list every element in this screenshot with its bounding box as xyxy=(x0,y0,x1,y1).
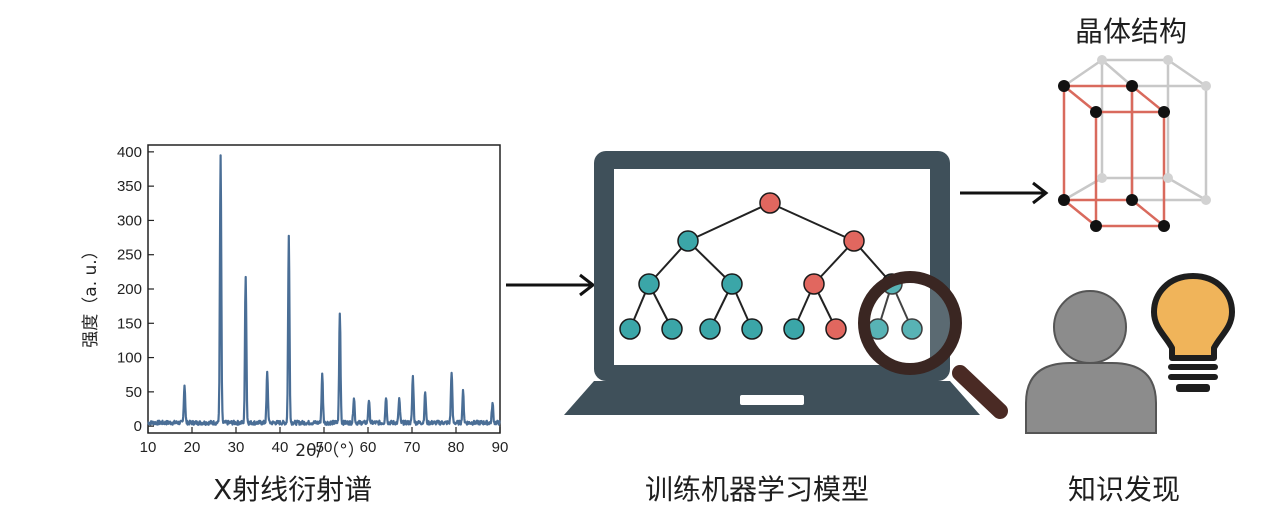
lattice-front-edges xyxy=(1062,84,1166,228)
ghost-atom xyxy=(1163,55,1173,65)
tree-node xyxy=(741,318,763,340)
x-tick-label: 80 xyxy=(448,439,465,456)
structure-title: 晶体结构 xyxy=(1075,15,1188,48)
atom xyxy=(1126,80,1138,92)
lightbulb-icon xyxy=(1151,273,1235,392)
y-tick-label: 150 xyxy=(117,315,142,332)
person-icon xyxy=(1025,290,1157,434)
ghost-atom xyxy=(1097,55,1107,65)
y-tick-label: 50 xyxy=(125,384,142,401)
tree-node xyxy=(638,273,660,295)
xrd-chart: 10 20 30 40 50 60 70 80 90 0 50 100 150 200 250 300 350 4… xyxy=(81,144,508,460)
crystal-lattice-icon xyxy=(1058,55,1211,232)
atom xyxy=(1158,220,1170,232)
tree-node xyxy=(825,318,847,340)
x-tick-label: 30 xyxy=(228,439,245,456)
x-tick-label: 60 xyxy=(360,439,377,456)
tree-node xyxy=(721,273,743,295)
plot-frame xyxy=(147,144,501,434)
y-tick-label: 200 xyxy=(117,281,142,298)
y-tick-label: 400 xyxy=(117,144,142,161)
tree-node xyxy=(901,318,923,340)
tree-node xyxy=(759,192,781,214)
arrow-right-icon xyxy=(506,273,596,297)
y-tick-label: 100 xyxy=(117,350,142,367)
y-axis-title: 强度（a. u.） xyxy=(81,242,101,347)
arrow-right-icon xyxy=(960,181,1049,205)
laptop-trackpad xyxy=(740,395,804,405)
tree-nodes xyxy=(619,192,923,340)
y-tick-label: 0 xyxy=(134,418,142,435)
atom xyxy=(1058,80,1070,92)
atom xyxy=(1058,194,1070,206)
atom xyxy=(1126,194,1138,206)
tree-node xyxy=(843,230,865,252)
x-tick-label: 20 xyxy=(184,439,201,456)
xrd-axes: 10 20 30 40 50 60 70 80 90 0 50 100 150 200 250 300 350 4… xyxy=(117,144,508,456)
x-tick-label: 90 xyxy=(492,439,509,456)
xrd-spectrum-line xyxy=(147,154,501,426)
model-caption: 训练机器学习模型 xyxy=(645,473,870,506)
ghost-atom xyxy=(1201,81,1211,91)
atom xyxy=(1090,220,1102,232)
tree-node xyxy=(677,230,699,252)
ghost-atom xyxy=(1097,173,1107,183)
discovery-caption: 知识发现 xyxy=(1068,473,1181,506)
lattice-atoms xyxy=(1058,55,1211,232)
x-tick-label: 10 xyxy=(140,439,157,456)
x-axis-title: 2θ/（°） xyxy=(295,441,364,460)
magnifier-icon xyxy=(858,271,1008,419)
tree-node xyxy=(619,318,641,340)
laptop-model-icon xyxy=(564,151,1008,419)
tree-node xyxy=(803,273,825,295)
tree-node xyxy=(783,318,805,340)
atom xyxy=(1090,106,1102,118)
y-tick-label: 300 xyxy=(117,212,142,229)
y-tick-label: 350 xyxy=(117,178,142,195)
ghost-atom xyxy=(1201,195,1211,205)
spectrum-caption: X射线衍射谱 xyxy=(213,473,373,506)
ghost-atom xyxy=(1163,173,1173,183)
x-tick-label: 70 xyxy=(404,439,421,456)
tree-node xyxy=(661,318,683,340)
x-tick-label: 40 xyxy=(272,439,289,456)
atom xyxy=(1158,106,1170,118)
x-tick-label: 50 xyxy=(316,439,333,456)
tree-node xyxy=(699,318,721,340)
y-tick-label: 250 xyxy=(117,247,142,264)
